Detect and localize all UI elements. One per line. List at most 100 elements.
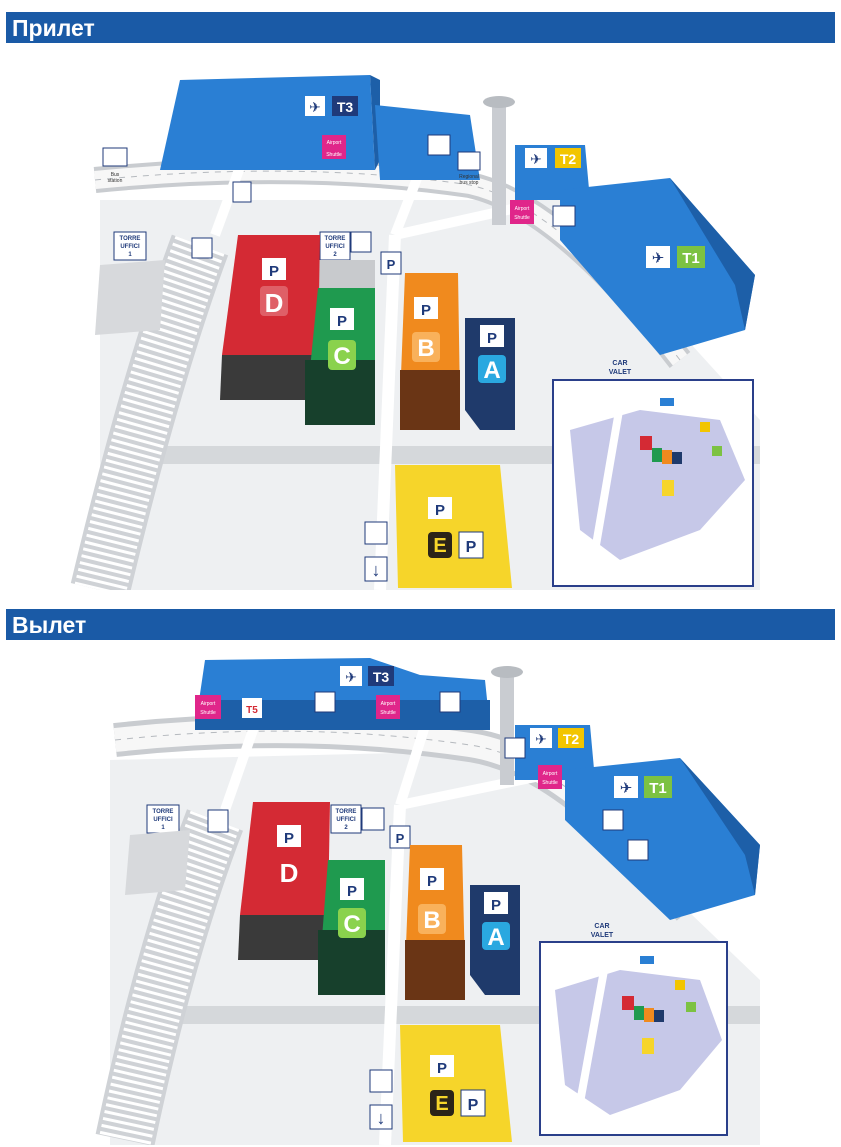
svg-text:↓: ↓ bbox=[377, 1108, 386, 1128]
arrivals-map-svg: ✈ T3 Airport Shuttle ✈ T2 ✈ T1 Airport S… bbox=[70, 75, 760, 590]
car-rental-icon bbox=[350, 231, 372, 253]
shuttle-t5-sign bbox=[195, 695, 221, 719]
t2-badge bbox=[558, 728, 584, 748]
arrow-down-icon bbox=[364, 556, 388, 582]
parking-e: P E P bbox=[395, 465, 512, 588]
trolley-icon bbox=[439, 691, 461, 713]
parking-d-label: D bbox=[280, 858, 299, 888]
trolley-icon bbox=[602, 809, 624, 831]
svg-text:TORRE: TORRE bbox=[325, 236, 346, 242]
svg-text:Bus: Bus bbox=[111, 172, 120, 178]
t2-label: T2 bbox=[560, 151, 577, 167]
t1-badge bbox=[644, 776, 672, 798]
parking-a-label: A bbox=[483, 357, 500, 384]
t3-label: T3 bbox=[373, 669, 390, 685]
t3-plane-icon: ✈ bbox=[345, 669, 357, 685]
svg-text:P: P bbox=[421, 302, 431, 319]
svg-text:P: P bbox=[468, 1097, 479, 1114]
section-title-arrivals: Прилет bbox=[12, 15, 95, 41]
svg-text:P: P bbox=[491, 897, 501, 914]
t3-label: T3 bbox=[337, 99, 354, 115]
train-icon bbox=[207, 809, 229, 833]
svg-text:Airport: Airport bbox=[381, 701, 396, 707]
trolley-icon bbox=[627, 839, 649, 861]
trolley-icon bbox=[504, 737, 526, 759]
trolley-icon bbox=[314, 691, 336, 713]
t5-badge bbox=[242, 698, 262, 718]
svg-text:P: P bbox=[347, 883, 357, 900]
torre-uffici-1: TORRE UFFICI 1 bbox=[125, 804, 190, 895]
svg-text:P: P bbox=[487, 330, 497, 347]
shuttle-t1-sign bbox=[510, 200, 534, 224]
svg-text:P: P bbox=[427, 873, 437, 890]
t2-plane-icon: ✈ bbox=[530, 151, 542, 167]
parking-e-label: E bbox=[433, 535, 446, 557]
svg-text:Shuttle: Shuttle bbox=[514, 215, 530, 221]
parking-b: P B bbox=[405, 845, 465, 1000]
p-small-sign bbox=[380, 251, 402, 275]
parking-b: P B bbox=[400, 273, 460, 430]
svg-text:TORRE: TORRE bbox=[153, 809, 174, 815]
svg-text:TORRE: TORRE bbox=[336, 809, 357, 815]
parking-b-label: B bbox=[417, 335, 434, 362]
parking-a: P A bbox=[470, 885, 520, 995]
svg-text:Airport: Airport bbox=[201, 701, 216, 707]
parking-c: P C bbox=[318, 860, 385, 995]
departures-map-svg: ✈ T3 T5 Airport Shuttle Airport Shuttle … bbox=[95, 658, 760, 1145]
svg-text:UFFICI: UFFICI bbox=[325, 244, 345, 250]
people-mover-tube bbox=[95, 809, 244, 1145]
svg-text:Airport: Airport bbox=[327, 140, 342, 146]
svg-text:UFFICI: UFFICI bbox=[336, 817, 356, 823]
svg-text:TORRE: TORRE bbox=[120, 236, 141, 242]
t1-plane-icon: ✈ bbox=[620, 780, 633, 797]
t1-label: T1 bbox=[649, 780, 667, 797]
t2-badge bbox=[555, 148, 581, 168]
hotel-icon bbox=[364, 521, 388, 545]
section-header-arrivals: Прилет bbox=[6, 12, 835, 43]
section-title-departures: Вылет bbox=[12, 612, 87, 638]
svg-text:UFFICI: UFFICI bbox=[153, 817, 173, 823]
escalator-icon bbox=[232, 181, 252, 203]
control-tower bbox=[483, 96, 515, 225]
svg-text:bus stop: bus stop bbox=[460, 180, 479, 186]
svg-text:Regional: Regional bbox=[459, 174, 479, 180]
taxi-icon bbox=[427, 134, 451, 156]
svg-text:UFFICI: UFFICI bbox=[120, 244, 140, 250]
svg-text:Shuttle: Shuttle bbox=[200, 710, 216, 716]
parking-e: P E P bbox=[400, 1025, 512, 1142]
plane-icon-glyph: ✈ bbox=[309, 99, 321, 115]
svg-text:station: station bbox=[108, 178, 123, 184]
t1-badge bbox=[677, 246, 705, 268]
t5-label: T5 bbox=[246, 705, 258, 716]
svg-text:Shuttle: Shuttle bbox=[326, 152, 342, 158]
train-icon bbox=[191, 237, 213, 259]
t3-badge bbox=[332, 96, 358, 116]
parking-e-label: E bbox=[435, 1093, 448, 1115]
t1-plane-icon: ✈ bbox=[652, 250, 665, 267]
t2-plane-icon: ✈ bbox=[535, 731, 547, 747]
svg-text:P: P bbox=[437, 1060, 447, 1077]
svg-text:Airport: Airport bbox=[543, 771, 558, 777]
terminal-1-building: ✈ T1 Airport Shuttle bbox=[538, 758, 760, 920]
torre-uffici-1: TORRE UFFICI 1 bbox=[95, 231, 165, 335]
shuttle-t1-sign bbox=[538, 765, 562, 789]
arrivals-map: ✈ T3 Airport Shuttle ✈ T2 ✈ T1 Airport S… bbox=[0, 60, 841, 590]
svg-text:1: 1 bbox=[161, 825, 165, 831]
parking-a-label: A bbox=[487, 924, 504, 951]
inset-overview-map bbox=[539, 941, 728, 1136]
torre-uffici-2: TORRE UFFICI 2 bbox=[330, 804, 362, 834]
svg-text:P: P bbox=[435, 502, 445, 519]
parking-c-label: C bbox=[343, 911, 360, 938]
parking-d-label: D bbox=[265, 288, 284, 318]
t3-badge bbox=[368, 666, 394, 686]
walkway-t1 bbox=[393, 200, 532, 240]
svg-text:Shuttle: Shuttle bbox=[542, 780, 558, 786]
parking-d: P D bbox=[220, 235, 320, 400]
car-rental-icon bbox=[361, 807, 385, 831]
svg-text:1: 1 bbox=[128, 252, 132, 258]
t3-plane-icon bbox=[305, 96, 325, 116]
shuttle-t3-sign bbox=[322, 135, 346, 159]
parking-c: P C bbox=[305, 288, 375, 425]
section-header-departures: Вылет bbox=[6, 609, 835, 640]
svg-text:P: P bbox=[396, 831, 405, 846]
